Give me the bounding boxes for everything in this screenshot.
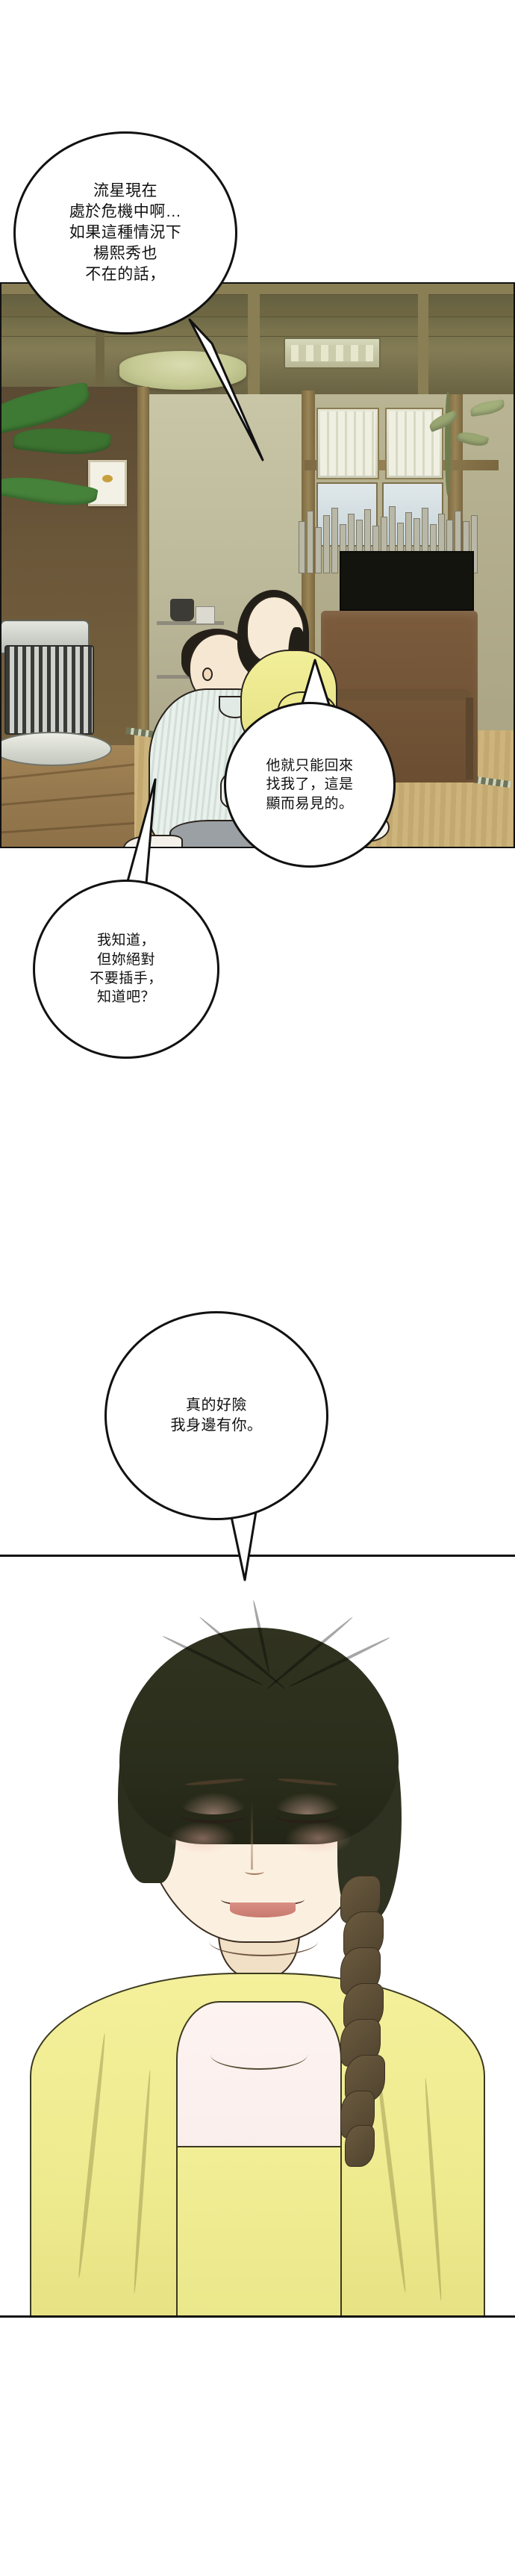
blush-right <box>285 1822 352 1855</box>
shoji-screen <box>385 408 443 479</box>
speech-bubble-3: 我知道， 但妳絕對 不要插手， 知道吧？ <box>33 880 219 1059</box>
blush-left <box>169 1822 236 1855</box>
hanging-lamp <box>284 337 381 369</box>
closeup-face-panel <box>0 1555 515 2318</box>
hair-braid <box>340 1876 385 2197</box>
wood-post <box>137 387 149 760</box>
speech-bubble-4-text: 真的好險 我身邊有你。 <box>170 1397 263 1434</box>
nose-bridge <box>251 1801 253 1870</box>
bubble-1-tail <box>182 314 272 463</box>
chair-leg <box>466 697 473 780</box>
hair-top <box>119 1628 399 1844</box>
woman-closeup <box>0 1555 515 2318</box>
chin-line <box>209 1926 318 1956</box>
bookshelf-books <box>299 506 485 573</box>
speech-bubble-2: 他就只能回來 找我了，這是 顯而易見的。 <box>224 702 396 868</box>
vine-stem <box>445 391 451 496</box>
television <box>340 551 474 611</box>
speech-bubble-4: 真的好險 我身邊有你。 <box>104 1311 328 1520</box>
space-heater <box>0 620 112 769</box>
kettle <box>170 599 194 621</box>
speech-bubble-3-text: 我知道， 但妳絕對 不要插手， 知道吧？ <box>90 933 163 1006</box>
bottom-margin <box>0 2318 515 2576</box>
eye-closed-right <box>275 1807 340 1823</box>
eye-closed-left <box>181 1807 246 1823</box>
speech-bubble-1-text: 流星現在 處於危機中啊… 如果這種情況下 楊熙秀也 不在的話， <box>69 181 182 284</box>
man-ear <box>202 668 213 681</box>
speech-bubble-1: 流星現在 處於危機中啊… 如果這種情況下 楊熙秀也 不在的話， <box>13 131 237 335</box>
small-box <box>196 606 215 624</box>
shoji-screen <box>316 408 379 479</box>
collar-bone-line <box>210 2040 308 2070</box>
speech-bubble-2-text: 他就只能回來 找我了，這是 顯而易見的。 <box>266 757 354 812</box>
yellow-camisole <box>176 2146 342 2318</box>
nostril <box>245 1868 264 1875</box>
smiling-mouth <box>221 1892 305 1917</box>
